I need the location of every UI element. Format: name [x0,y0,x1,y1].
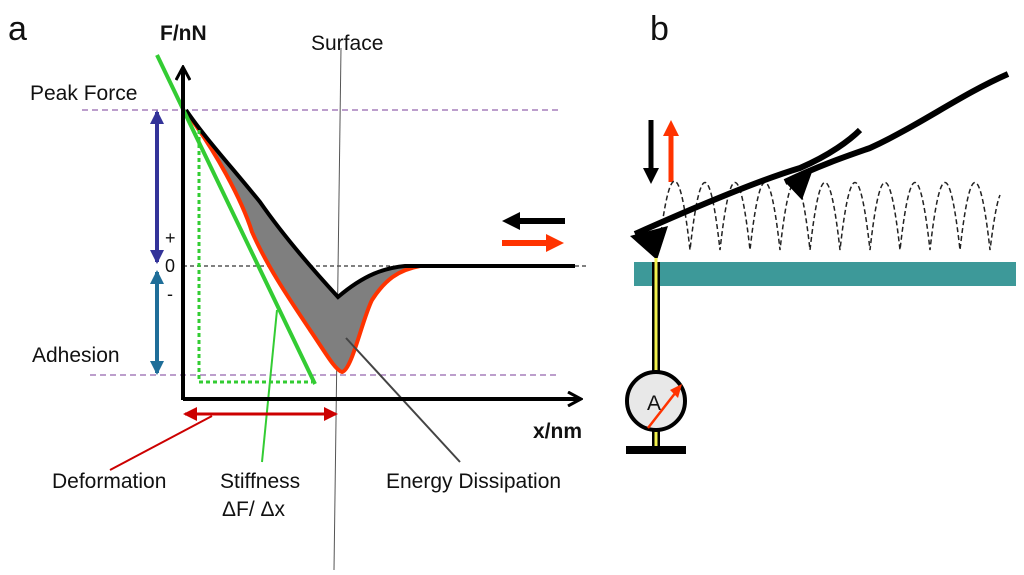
ammeter-body [625,370,687,432]
deformation-label: Deformation [52,470,166,493]
minus-sign: - [167,284,173,304]
panel-b-letter: b [650,10,669,48]
afm-tip-raised [785,172,812,200]
panel-a: a Surface F/nN x/nm Peak Force Adhesion … [8,10,588,571]
retract-direction-icon [502,212,565,230]
sample-surface [634,262,1016,286]
x-axis-label: x/nm [533,420,582,443]
plus-sign: + [165,228,176,248]
stiffness-tangent-line [155,54,317,385]
energy-dissipation-label: Energy Dissipation [386,470,561,493]
stiffness-triangle [197,130,312,384]
panel-b: b A [625,10,1016,454]
cantilever-upper [783,71,1010,185]
panel-a-letter: a [8,10,27,48]
oscillation-trajectory [659,180,1001,251]
retract-curve [184,108,575,300]
up-arrow-icon [663,120,679,182]
ground-plate [626,446,686,454]
ammeter-needle-icon [647,384,682,429]
ammeter-label: A [647,392,661,415]
zero-label: 0 [165,256,175,276]
cantilever-lower [633,127,863,237]
adhesion-label: Adhesion [32,344,120,367]
deformation-pointer [109,415,213,471]
peak-force-label: Peak Force [30,82,137,105]
y-axis-label: F/nN [160,22,207,45]
down-arrow-icon [643,120,659,184]
approach-curve [184,110,575,375]
afm-tip-contact [630,226,668,260]
stiffness-label: Stiffness [220,470,300,493]
energy-dissipation-area [186,112,420,372]
approach-direction-icon [502,234,564,252]
stiffness-formula: ΔF/ Δx [222,498,286,521]
stiffness-pointer [261,309,278,463]
surface-label: Surface [311,32,383,55]
